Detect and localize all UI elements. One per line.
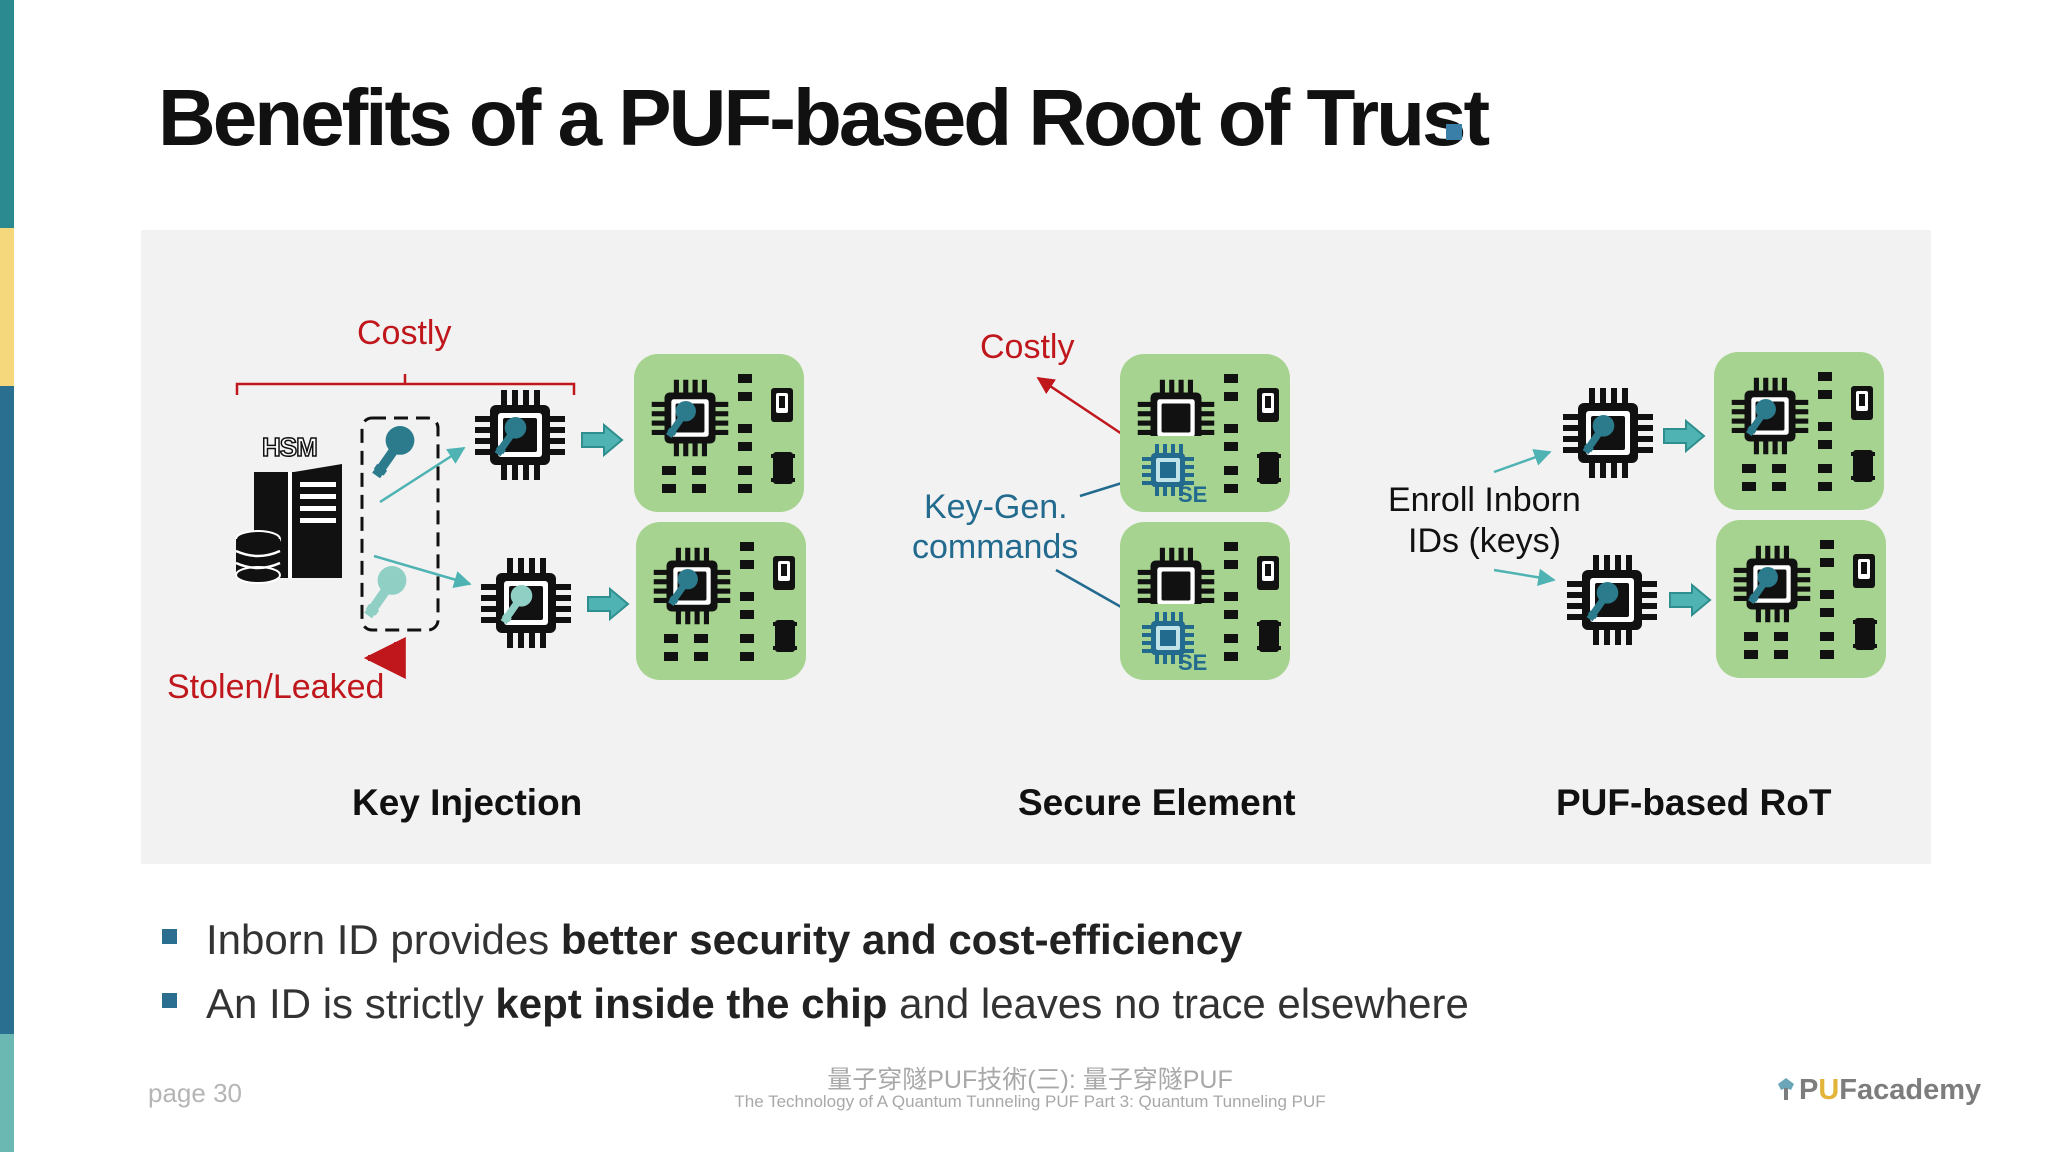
server-icon [254,464,342,578]
circuit-board-icon [1716,520,1886,678]
key-injection-cost-label: Costly [357,314,452,352]
bullet-square-icon [162,993,177,1008]
puf-rot-group [1493,352,1886,678]
leaked-key-icon [364,566,407,619]
diagram-panel [141,230,1931,864]
inject-arrow-top [379,446,466,504]
key-icon [372,426,415,479]
logo-tree-icon [1778,1078,1794,1100]
key-injection-group [235,354,806,680]
enroll-label-line2: IDs (keys) [1408,522,1561,560]
enroll-arrow-top [1493,449,1552,474]
title-accent-square [1446,124,1462,140]
block-arrow [581,424,623,456]
chip-icon [1567,555,1657,645]
section-label-puf-rot: PUF-based RoT [1556,782,1832,823]
page-number: page 30 [148,1078,242,1108]
secure-element-group [1036,354,1290,680]
keygen-label-line1: Key-Gen. [924,488,1068,526]
secure-element-cost-label: Costly [980,328,1075,366]
circuit-board-icon [1714,352,1884,510]
se-chip-label: SE [1178,482,1208,507]
footer-title-en: The Technology of A Quantum Tunneling PU… [734,1092,1326,1111]
enroll-arrow-bottom [1493,568,1556,587]
key-storage-box [360,416,440,632]
stolen-leaked-label: Stolen/Leaked [167,668,385,706]
section-label-secure-element: Secure Element [1018,782,1296,823]
chip-icon [481,558,571,648]
enroll-label-line1: Enroll Inborn [1388,481,1581,519]
bullet-text: Inborn ID provides better security and c… [206,916,1243,963]
bullet-square-icon [162,929,177,944]
hsm-label: HSM [261,431,318,463]
block-arrow [587,588,629,620]
chip-icon [475,390,565,480]
leak-arrow [363,637,406,679]
stripe-light-teal [0,1034,14,1152]
stripe-teal [0,0,14,228]
stripe-yellow [0,228,14,386]
chip-icon [1563,388,1653,478]
inject-arrow-bottom [373,554,472,588]
section-label-key-injection: Key Injection [352,782,583,823]
block-arrow [1669,584,1711,616]
stripe-blue [0,386,14,1034]
slide-title: Benefits of a PUF-based Root of Trust [158,73,1490,162]
database-icon [235,530,281,584]
costly-bracket [235,374,576,395]
footer-title-cn: 量子穿隧PUF技術(三): 量子穿隧PUF [827,1066,1233,1094]
keygen-label-line2: commands [912,528,1079,566]
block-arrow [1663,420,1705,452]
bullet-text: An ID is strictly kept inside the chip a… [206,980,1469,1027]
se-chip-label: SE [1178,650,1208,675]
circuit-board-icon [636,522,806,680]
circuit-board-icon [634,354,804,512]
pufacademy-logo: PUFacademy [1776,1074,1981,1107]
